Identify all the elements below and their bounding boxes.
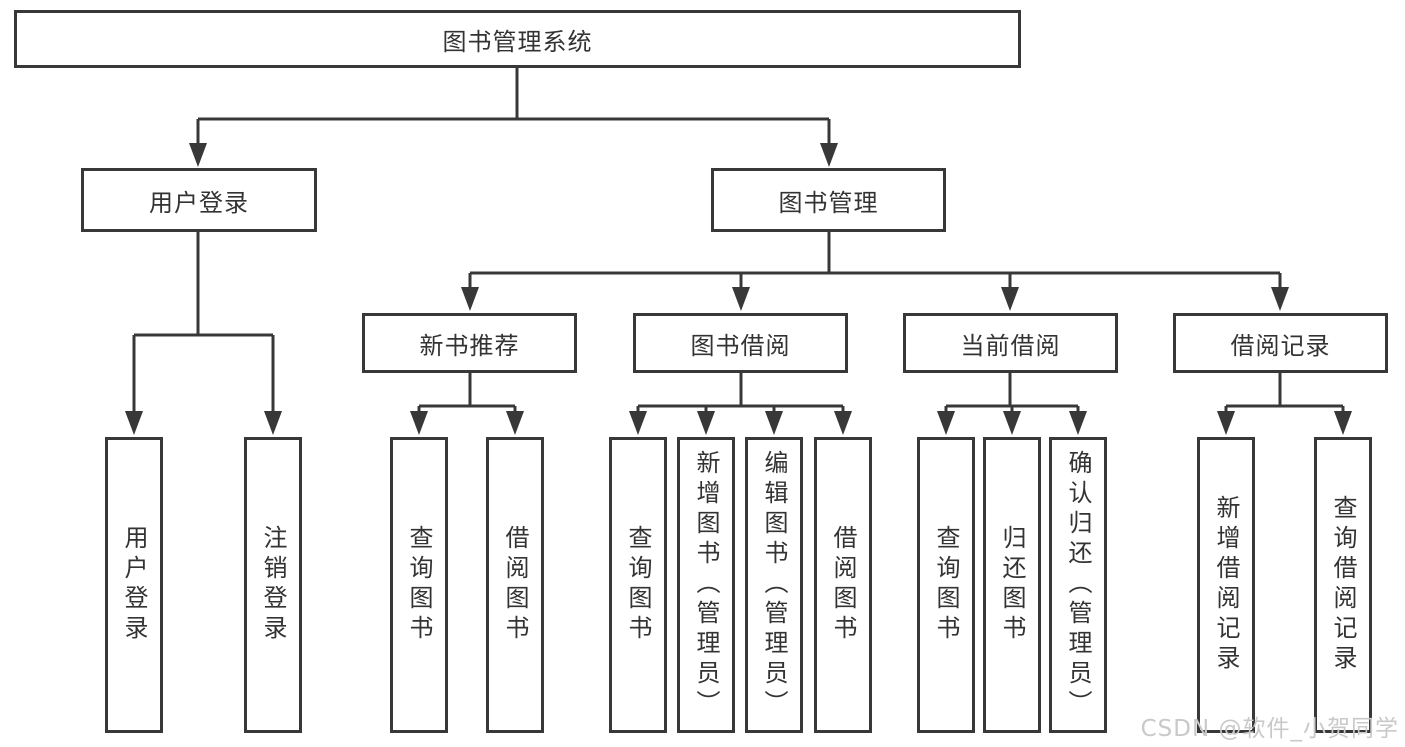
csdn-watermark: CSDN @软件_小贺同学 — [1140, 716, 1399, 742]
node-label: 当前借阅 — [960, 331, 1061, 360]
node-label: 新增图书（管理员） — [692, 450, 720, 720]
arrow-down-icon — [1001, 287, 1019, 311]
node-user-login: 用户登录 — [81, 168, 317, 232]
arrow-down-icon — [629, 411, 647, 435]
arrow-down-icon — [820, 143, 838, 167]
node-current-borrowing: 当前借阅 — [903, 313, 1118, 373]
arrow-down-icon — [834, 411, 852, 435]
node-label: 借阅图书 — [501, 525, 529, 645]
leaf-edit-books-admin: 编辑图书（管理员） — [745, 437, 803, 733]
node-label: 注销登录 — [259, 525, 287, 645]
leaf-user-login: 用户登录 — [105, 437, 163, 733]
connector-book-borrowing-to-leaves — [629, 373, 852, 435]
leaf-confirm-return-admin: 确认归还（管理员） — [1049, 437, 1107, 733]
node-label: 用户登录 — [120, 525, 148, 645]
arrow-down-icon — [937, 411, 955, 435]
connector-root-to-level2 — [189, 68, 838, 167]
node-book-borrowing: 图书借阅 — [633, 313, 848, 373]
leaf-borrow-books-recommend: 借阅图书 — [486, 437, 544, 733]
arrow-down-icon — [1271, 287, 1289, 311]
node-label: 归还图书 — [998, 525, 1026, 645]
arrow-down-icon — [189, 143, 207, 167]
arrow-down-icon — [1334, 411, 1352, 435]
connector-borrowing-records-to-leaves — [1217, 373, 1352, 435]
node-borrowing-records: 借阅记录 — [1173, 313, 1388, 373]
node-label: 借阅图书 — [829, 525, 857, 645]
arrow-down-icon — [1003, 411, 1021, 435]
node-label: 编辑图书（管理员） — [760, 450, 788, 720]
leaf-borrow-books-borrowing: 借阅图书 — [814, 437, 872, 733]
arrow-down-icon — [732, 287, 750, 311]
arrow-down-icon — [697, 411, 715, 435]
node-label: 查询借阅记录 — [1329, 495, 1357, 675]
leaf-query-books-recommend: 查询图书 — [390, 437, 448, 733]
arrow-down-icon — [125, 411, 143, 435]
arrow-down-icon — [1069, 411, 1087, 435]
arrow-down-icon — [461, 287, 479, 311]
arrow-down-icon — [1217, 411, 1235, 435]
connector-user-login-to-leaves — [125, 232, 282, 435]
node-label: 新书推荐 — [419, 331, 520, 360]
leaf-logout: 注销登录 — [244, 437, 302, 733]
leaf-query-books-current: 查询图书 — [917, 437, 975, 733]
arrow-down-icon — [765, 411, 783, 435]
node-library-management-system: 图书管理系统 — [14, 10, 1021, 68]
connector-current-borrowing-to-leaves — [937, 373, 1087, 435]
node-label: 图书借阅 — [690, 331, 791, 360]
node-label: 确认归还（管理员） — [1064, 450, 1092, 720]
connector-book-management-to-level3 — [461, 232, 1289, 311]
leaf-query-borrow-record: 查询借阅记录 — [1314, 437, 1372, 733]
node-label: 查询图书 — [624, 525, 652, 645]
connector-new-book-recommendation-to-leaves — [410, 373, 524, 435]
node-label: 新增借阅记录 — [1212, 495, 1240, 675]
node-new-book-recommendation: 新书推荐 — [362, 313, 577, 373]
arrow-down-icon — [506, 411, 524, 435]
arrow-down-icon — [264, 411, 282, 435]
leaf-add-borrow-record: 新增借阅记录 — [1197, 437, 1255, 733]
node-label: 用户登录 — [149, 188, 249, 217]
node-label: 借阅记录 — [1230, 331, 1331, 360]
node-label: 查询图书 — [405, 525, 433, 645]
node-label: 查询图书 — [932, 525, 960, 645]
node-label: 图书管理 — [778, 188, 879, 217]
node-label: 图书管理系统 — [442, 27, 593, 56]
leaf-query-books-borrowing: 查询图书 — [609, 437, 667, 733]
leaf-return-books: 归还图书 — [983, 437, 1041, 733]
node-book-management: 图书管理 — [711, 168, 946, 232]
leaf-add-books-admin: 新增图书（管理员） — [677, 437, 735, 733]
arrow-down-icon — [410, 411, 428, 435]
